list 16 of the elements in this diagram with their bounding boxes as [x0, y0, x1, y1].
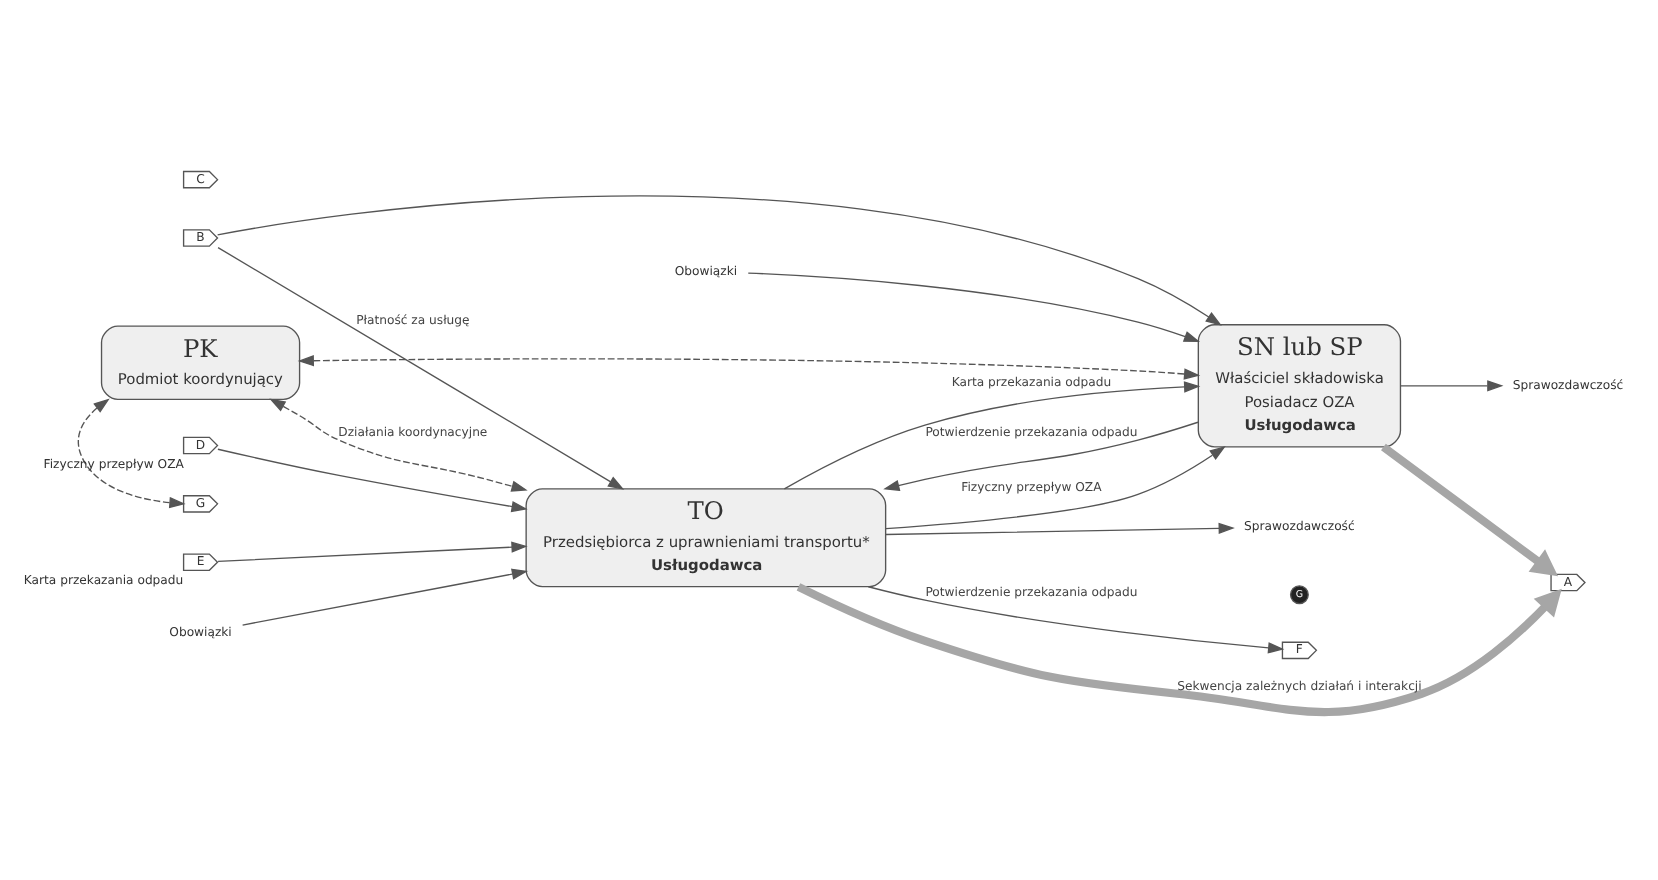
arrow — [747, 272, 1201, 343]
arrow — [217, 246, 625, 490]
arrow — [77, 398, 186, 509]
arrow — [1399, 380, 1504, 392]
arrow — [241, 568, 529, 626]
arrow — [1381, 443, 1559, 577]
arrow — [217, 448, 528, 513]
arrow — [883, 421, 1199, 492]
arrow — [783, 381, 1201, 490]
arrow — [297, 355, 1201, 380]
arrow — [217, 541, 528, 563]
arrow — [885, 522, 1235, 536]
arrow — [216, 195, 1222, 326]
arrow — [269, 398, 528, 492]
arrow — [885, 445, 1226, 530]
arrow — [867, 586, 1285, 654]
